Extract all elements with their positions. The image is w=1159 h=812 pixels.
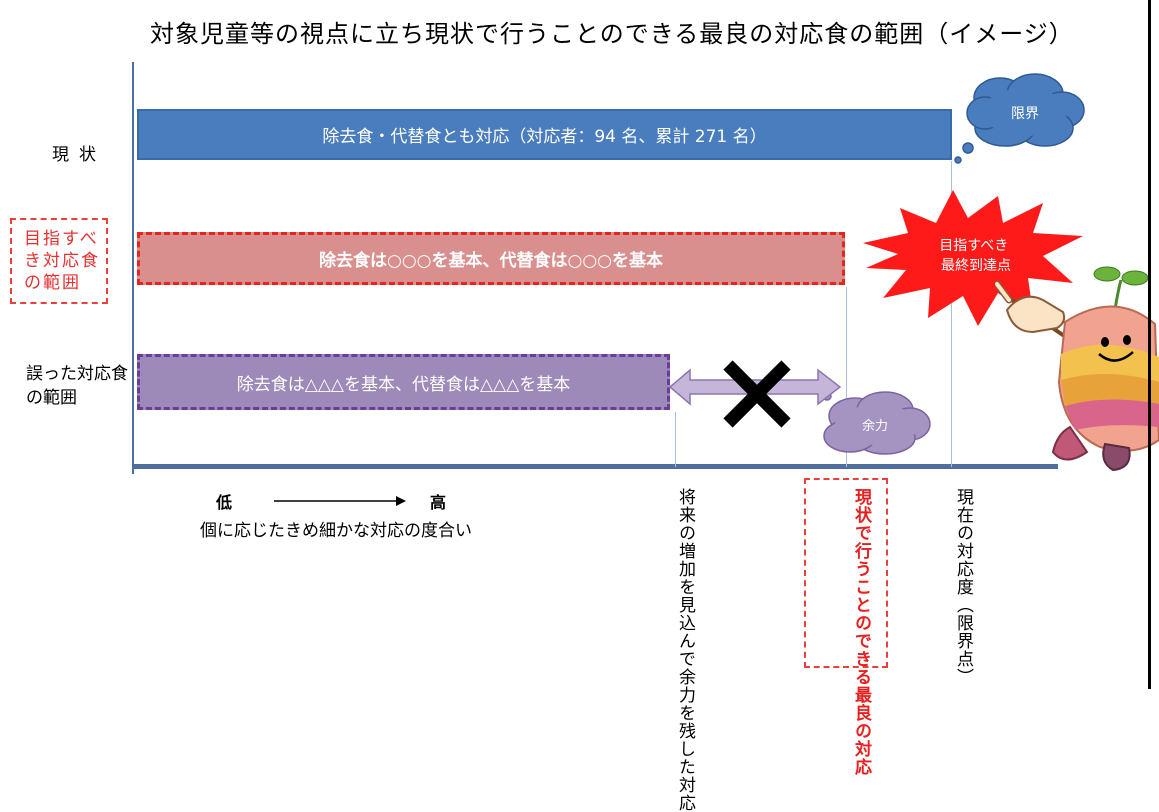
axis-low-label: 低 [216, 493, 233, 512]
marker-future-label: 将来の増加を見込んで余力を残した対応 [675, 488, 695, 812]
bar-target-text: 除去食は○○○を基本、代替食は○○○を基本 [318, 251, 663, 271]
limit-cloud: 限界 [954, 73, 1085, 164]
bar-wrong: 除去食は△△△を基本、代替食は△△△を基本 [137, 354, 670, 410]
mascot-character [995, 266, 1159, 472]
row-label-current: 現状 [52, 145, 106, 165]
cross-mark-icon [723, 360, 791, 428]
axis-subtitle: 個に応じたきめ細かな対応の度合い [200, 521, 472, 541]
row-label-target: 目指すべき対応食の範囲 [10, 218, 108, 304]
goal-burst-text: 目指すべき 最終到達点 [939, 238, 1012, 274]
diagram-title: 対象児童等の視点に立ち現状で行うことのできる最良の対応食の範囲（イメージ） [150, 20, 1074, 48]
y-axis [132, 62, 134, 474]
bar-target: 除去食は○○○を基本、代替食は○○○を基本 [137, 232, 845, 285]
bar-wrong-text: 除去食は△△△を基本、代替食は△△△を基本 [236, 374, 571, 395]
x-axis [132, 464, 1058, 469]
margin-cloud-text: 余力 [862, 418, 888, 434]
limit-cloud-text: 限界 [1011, 106, 1039, 122]
guide-line-current [951, 161, 952, 467]
marker-current-label: 現在の対応度（限界点） [953, 488, 973, 686]
row-label-wrong: 誤った対応食の範囲 [26, 364, 128, 408]
bar-current-text: 除去食・代替食とも対応（対応者：94 名、累計 271 名） [322, 127, 767, 147]
right-border [1148, 0, 1151, 689]
guide-line-future [675, 412, 676, 467]
bar-current: 除去食・代替食とも対応（対応者：94 名、累計 271 名） [137, 109, 952, 160]
goal-burst: 目指すべき 最終到達点 [863, 190, 1083, 326]
marker-best-label: 現状で行うことのできる最良の対応 [804, 478, 888, 776]
axis-high-label: 高 [430, 493, 447, 512]
rejected-range-arrow [668, 360, 842, 428]
guide-line-best [846, 287, 847, 467]
axis-direction-arrow-icon [274, 496, 406, 506]
